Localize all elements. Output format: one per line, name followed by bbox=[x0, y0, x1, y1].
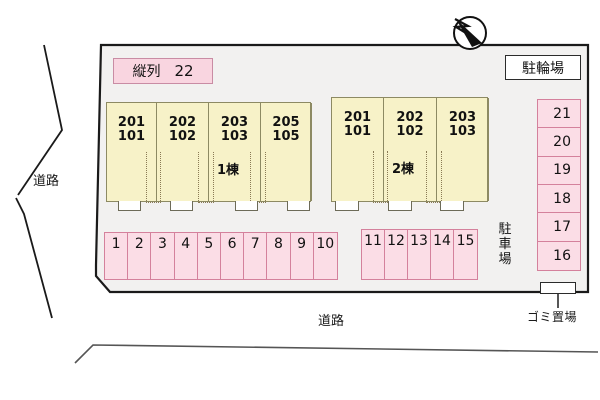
parking-stall-5[interactable]: 5 bbox=[197, 233, 221, 279]
building-1-unit-2[interactable]: 202 102 bbox=[157, 103, 209, 201]
building-2-unit-2[interactable]: 202 102 bbox=[384, 98, 437, 201]
building-1-stair-1 bbox=[146, 152, 161, 203]
building-2-label: 2棟 bbox=[392, 162, 415, 177]
unit-lower-number: 101 bbox=[117, 129, 146, 144]
building-1-porch-2 bbox=[170, 201, 193, 211]
unit-upper-number: 201 bbox=[117, 115, 146, 130]
unit-upper-number: 203 bbox=[448, 110, 477, 125]
building-1-unit-1-numbers: 201 101 bbox=[107, 116, 156, 144]
parking-stall-12[interactable]: 12 bbox=[385, 230, 408, 279]
road-label-bottom: 道路 bbox=[318, 314, 345, 329]
building-1-unit-3[interactable]: 203 103 bbox=[209, 103, 261, 201]
building-2-unit-3[interactable]: 203 103 bbox=[437, 98, 489, 201]
unit-upper-number: 205 bbox=[272, 115, 300, 130]
building-1-unit-3-numbers: 203 103 bbox=[209, 116, 260, 144]
unit-lower-number: 101 bbox=[343, 124, 372, 139]
unit-upper-number: 202 bbox=[396, 110, 424, 125]
parking-stall-11[interactable]: 11 bbox=[362, 230, 385, 279]
parking-stall-3[interactable]: 3 bbox=[151, 233, 175, 279]
building-2-unit-1-numbers: 201 101 bbox=[332, 111, 383, 139]
building-1[interactable]: 201 101 202 102 203 103 205 105 bbox=[106, 102, 312, 203]
parking-stall-9[interactable]: 9 bbox=[290, 233, 314, 279]
parking-stall-21[interactable]: 21 bbox=[538, 100, 580, 129]
building-1-stair-3 bbox=[250, 152, 266, 203]
building-2-porch-2 bbox=[388, 201, 412, 211]
unit-upper-number: 201 bbox=[343, 110, 372, 125]
unit-upper-number: 202 bbox=[168, 115, 197, 130]
building-2-unit-1[interactable]: 201 101 bbox=[332, 98, 384, 201]
road-left-boundary-lower bbox=[15, 197, 53, 319]
parking-stall-19[interactable]: 19 bbox=[538, 156, 580, 185]
parking-stall-2[interactable]: 2 bbox=[128, 233, 152, 279]
tandem-parking-22[interactable]: 縦列 22 bbox=[113, 58, 213, 84]
unit-lower-number: 102 bbox=[168, 129, 197, 144]
building-2-porch-3 bbox=[440, 201, 464, 211]
building-2-stair-1 bbox=[373, 151, 388, 203]
building-1-porch-3 bbox=[235, 201, 258, 211]
building-2[interactable]: 201 101 202 102 203 103 2棟 bbox=[331, 97, 489, 203]
parking-stall-14[interactable]: 14 bbox=[431, 230, 454, 279]
parking-stall-8[interactable]: 8 bbox=[267, 233, 291, 279]
parking-label-char-1: 駐 bbox=[498, 222, 512, 237]
building-1-unit-1[interactable]: 201 101 bbox=[107, 103, 157, 201]
building-1-unit-4-numbers: 205 105 bbox=[261, 116, 311, 144]
parking-stall-18[interactable]: 18 bbox=[538, 184, 580, 214]
parking-stall-7[interactable]: 7 bbox=[244, 233, 268, 279]
parking-stall-10[interactable]: 10 bbox=[313, 233, 337, 279]
parking-stall-16[interactable]: 16 bbox=[538, 241, 580, 270]
unit-upper-number: 203 bbox=[220, 115, 249, 130]
bicycle-parking-label: 駐輪場 bbox=[522, 60, 564, 77]
building-1-porch-1 bbox=[118, 201, 141, 211]
unit-lower-number: 103 bbox=[220, 129, 249, 144]
parking-stall-15[interactable]: 15 bbox=[454, 230, 477, 279]
road-label-left: 道路 bbox=[33, 174, 60, 189]
parking-stall-13[interactable]: 13 bbox=[408, 230, 431, 279]
parking-stall-17[interactable]: 17 bbox=[538, 213, 580, 242]
unit-lower-number: 103 bbox=[448, 124, 477, 139]
building-2-porch-1 bbox=[335, 201, 359, 211]
parking-label-char-2: 車 bbox=[498, 237, 512, 252]
building-1-label: 1棟 bbox=[217, 163, 240, 178]
garbage-area-label: ゴミ置場 bbox=[527, 310, 578, 324]
parking-area-label: 駐 車 場 bbox=[497, 222, 513, 267]
road-bottom-boundary bbox=[74, 344, 599, 364]
bicycle-parking-box[interactable]: 駐輪場 bbox=[505, 55, 581, 80]
building-1-unit-4[interactable]: 205 105 bbox=[261, 103, 312, 201]
north-arrow-icon bbox=[452, 16, 487, 50]
unit-lower-number: 102 bbox=[396, 124, 424, 139]
building-1-porch-4 bbox=[287, 201, 310, 211]
building-1-unit-2-numbers: 202 102 bbox=[157, 116, 208, 144]
unit-lower-number: 105 bbox=[272, 129, 300, 144]
parking-stall-4[interactable]: 4 bbox=[174, 233, 198, 279]
tandem-parking-number: 22 bbox=[174, 62, 194, 80]
parking-label-char-3: 場 bbox=[498, 252, 512, 267]
building-2-stair-2 bbox=[426, 151, 442, 203]
garbage-area-box[interactable] bbox=[540, 282, 576, 294]
building-2-unit-2-numbers: 202 102 bbox=[384, 111, 436, 139]
building-1-stair-2 bbox=[198, 152, 214, 203]
parking-stall-20[interactable]: 20 bbox=[538, 128, 580, 157]
tandem-parking-label: 縦列 bbox=[132, 64, 161, 80]
parking-stall-6[interactable]: 6 bbox=[220, 233, 245, 279]
building-2-unit-3-numbers: 203 103 bbox=[437, 111, 488, 139]
parking-stall-1[interactable]: 1 bbox=[105, 233, 129, 279]
